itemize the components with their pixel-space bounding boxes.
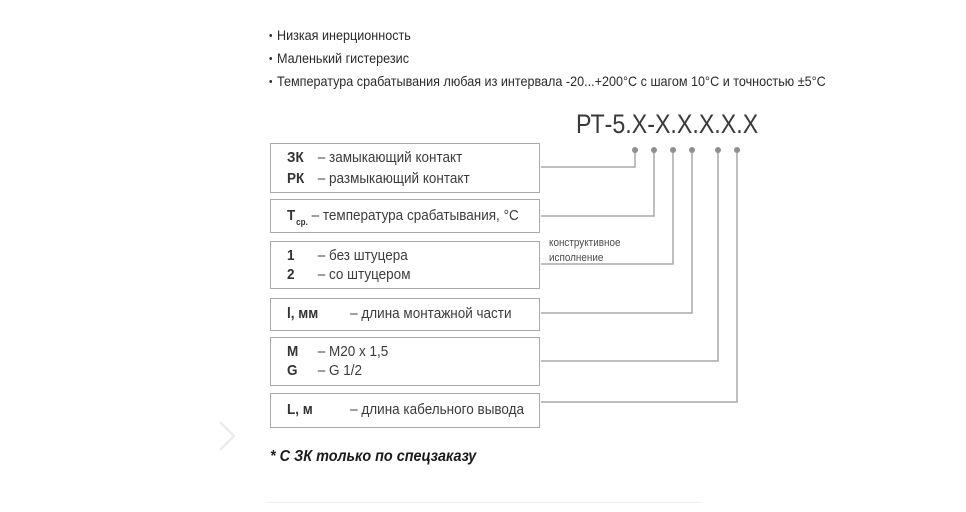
code-desc: – замыкающий контакт xyxy=(317,149,463,166)
chevron-right-icon xyxy=(219,421,236,451)
connector-design xyxy=(541,150,674,265)
code-key: Тср. xyxy=(287,207,308,227)
connector-mount-length xyxy=(541,150,693,314)
code-desc: – M20 x 1,5 xyxy=(317,343,389,360)
next-slide-button[interactable] xyxy=(214,418,244,454)
code-desc: – без штуцера xyxy=(317,247,408,264)
connector-cable-length xyxy=(541,150,738,403)
box-contact-type: ЗК – замыкающий контакт РК – размыкающий… xyxy=(270,143,540,193)
box-temperature: Тср. – температура срабатывания, °С xyxy=(270,199,540,233)
connector-contact xyxy=(541,150,636,168)
box-mount-length: l, мм – длина монтажной части xyxy=(270,298,540,331)
code-key: 2 xyxy=(287,266,295,283)
feature-item: Температура срабатывания любая из интерв… xyxy=(269,70,826,93)
box-design: 1 – без штуцера 2 – со штуцером xyxy=(270,241,540,289)
connector-dot xyxy=(670,147,676,153)
feature-item: Маленький гистерезис xyxy=(269,47,826,70)
box-cable-length: L, м – длина кабельного вывода xyxy=(270,393,540,428)
feature-list: Низкая инерционность Маленький гистерези… xyxy=(269,24,826,93)
connector-dot xyxy=(715,147,721,153)
code-desc: – длина кабельного вывода xyxy=(350,401,525,418)
code-desc: – длина монтажной части xyxy=(350,305,512,322)
code-key: l, мм xyxy=(287,305,319,322)
code-key: ЗК xyxy=(287,149,304,166)
connector-dot xyxy=(734,147,740,153)
model-code: РТ-5.Х-Х.Х.Х.Х.Х xyxy=(576,109,759,139)
connector-dot xyxy=(651,147,657,153)
code-desc: – G 1/2 xyxy=(317,362,363,379)
divider xyxy=(266,502,702,503)
design-note: конструктивное исполнение xyxy=(549,237,621,264)
code-desc: – со штуцером xyxy=(317,266,411,283)
footnote: * С ЗК только по спецзаказу xyxy=(270,448,477,465)
code-key: G xyxy=(287,362,298,379)
connector-temperature xyxy=(541,150,655,217)
code-desc: – температура срабатывания, °С xyxy=(311,207,519,224)
code-key: 1 xyxy=(287,247,295,264)
code-key: L, м xyxy=(287,401,313,418)
box-thread: M – M20 x 1,5 G – G 1/2 xyxy=(270,337,540,386)
code-key: РК xyxy=(287,170,305,187)
feature-item: Низкая инерционность xyxy=(269,24,826,47)
connector-dot xyxy=(632,147,638,153)
code-desc: – размыкающий контакт xyxy=(317,170,470,187)
connector-dot xyxy=(689,147,695,153)
code-key: M xyxy=(287,343,299,360)
connector-thread xyxy=(541,150,719,362)
